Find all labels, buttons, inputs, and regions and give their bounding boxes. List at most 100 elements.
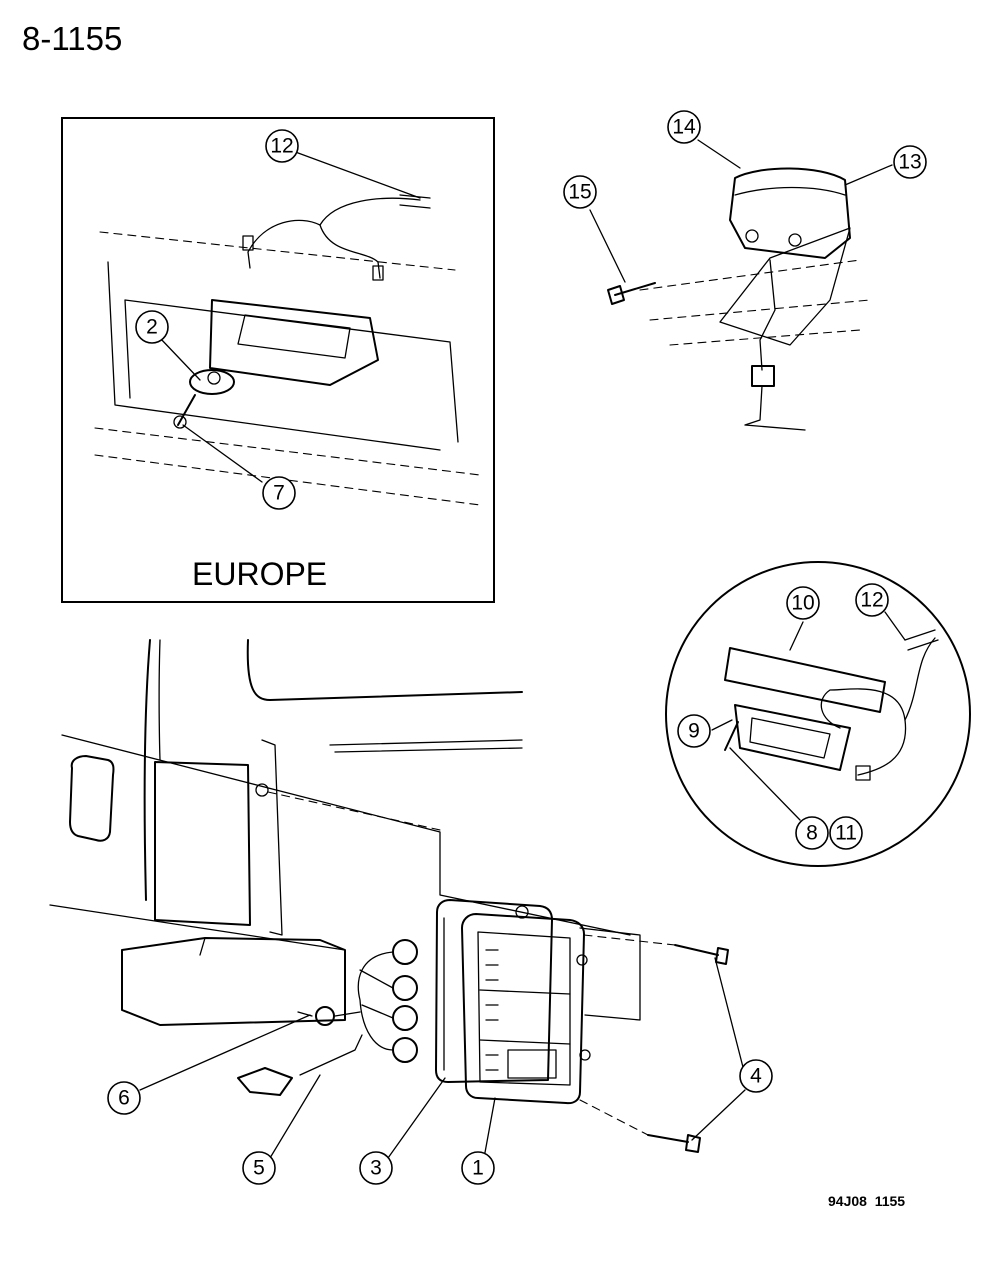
- callout-8: 8: [795, 816, 829, 850]
- figure-code: 94J08 1155: [828, 1193, 905, 1209]
- europe-screw-head: [173, 415, 187, 429]
- callout-1: 1: [461, 1151, 495, 1185]
- callout-10-circle: [786, 586, 820, 620]
- leader-7: [182, 424, 263, 483]
- vehicle-rear: [49, 639, 641, 1061]
- lamp-opening-edge: [261, 739, 283, 936]
- body-lower-line: [49, 904, 346, 951]
- callout-5: 5: [242, 1151, 276, 1185]
- lamp-opening: [154, 761, 251, 926]
- callout-2-label: 2: [146, 316, 158, 339]
- socket-3: [392, 1005, 418, 1031]
- callout-14-label: 14: [672, 116, 696, 139]
- callout-12-europe: 12: [265, 129, 299, 163]
- chmsl-housing-rib: [734, 186, 846, 196]
- mount-stud: [255, 783, 269, 797]
- tail-lamp-dividers: [479, 989, 571, 1045]
- tail-lamp-reflector: [507, 1049, 557, 1079]
- europe-wire-right: [319, 224, 379, 263]
- chmsl-mount-left: [745, 229, 759, 243]
- chmsl-assembly: [589, 139, 893, 431]
- chmsl-body-lines: [639, 259, 871, 346]
- leader-3: [387, 1077, 446, 1159]
- callout-4: 4: [739, 1059, 773, 1093]
- leader-1: [483, 1097, 496, 1159]
- europe-body-line: [99, 231, 456, 271]
- callout-6-circle: [107, 1081, 141, 1115]
- leader-8: [729, 747, 801, 821]
- chmsl-wire: [759, 259, 776, 371]
- chmsl-mount-right: [788, 233, 802, 247]
- callout-11: 11: [829, 816, 863, 850]
- callout-12-europe-label: 12: [270, 135, 293, 158]
- europe-label: EUROPE: [192, 556, 327, 592]
- callout-15: 15: [563, 175, 597, 209]
- lamp-gasket: [435, 899, 553, 1083]
- socket-aux: [315, 1006, 335, 1026]
- callout-3: 3: [359, 1151, 393, 1185]
- callout-5-label: 5: [253, 1157, 265, 1180]
- chmsl-connector: [751, 365, 775, 387]
- callout-7-label: 7: [273, 482, 285, 505]
- europe-screw-shank: [177, 394, 196, 426]
- callout-1-circle: [461, 1151, 495, 1185]
- callout-13-circle: [893, 145, 927, 179]
- detail-housing-inner: [749, 717, 831, 759]
- bolt-upper-shank: [674, 944, 719, 956]
- bolt-lower-shank: [647, 1134, 689, 1143]
- callout-6-label: 6: [118, 1087, 130, 1110]
- detail-wire-up: [904, 637, 936, 721]
- chmsl-housing: [729, 167, 851, 259]
- tail-lamp-ribs: [485, 949, 499, 1071]
- page-number: 8-1155: [22, 20, 122, 57]
- bolt-lower-head: [685, 1134, 701, 1153]
- callout-2: 2: [135, 310, 169, 344]
- leader-12-detail: [884, 611, 906, 641]
- europe-connector: [399, 194, 431, 209]
- europe-lamp-housing: [209, 299, 379, 386]
- europe-plate-outline: [107, 261, 441, 451]
- detail-connector-12: [904, 629, 939, 651]
- callout-4-label: 4: [750, 1065, 762, 1088]
- detail-screw: [724, 721, 739, 751]
- detail-wire: [820, 688, 907, 776]
- leader-4: [691, 957, 746, 1141]
- callout-14: 14: [667, 110, 701, 144]
- lamp-detail-inset: [665, 561, 971, 867]
- body-pillar-left: [143, 639, 151, 901]
- callout-9-label: 9: [688, 720, 700, 743]
- tail-lamp-lens-inner: [477, 931, 571, 1086]
- callout-6: 6: [107, 1081, 141, 1115]
- callout-10-label: 10: [791, 592, 814, 615]
- rear-panel: [579, 927, 641, 1021]
- europe-bulb-holder: [189, 369, 235, 395]
- europe-inset-frame: [61, 117, 495, 603]
- europe-inset: EUROPE: [61, 117, 495, 603]
- europe-bulb: [207, 371, 221, 385]
- callout-3-circle: [359, 1151, 393, 1185]
- callout-8-circle: [795, 816, 829, 850]
- socket-2: [392, 975, 418, 1001]
- callout-2-circle: [135, 310, 169, 344]
- socket-4: [392, 1037, 418, 1063]
- chmsl-bracket: [719, 227, 851, 346]
- detail-lens-edge: [727, 647, 886, 695]
- tail-lamp-assembly: [139, 899, 746, 1159]
- mount-stud-dashed: [267, 791, 441, 831]
- leader-12-europe: [289, 149, 421, 199]
- leader-13: [844, 164, 893, 186]
- europe-socket-right: [372, 265, 384, 281]
- callout-11-circle: [829, 816, 863, 850]
- callout-15-circle: [563, 175, 597, 209]
- leader-15: [589, 209, 626, 283]
- harness-trunk: [299, 1034, 363, 1076]
- callout-12-detail: 12: [855, 583, 889, 617]
- callout-3-label: 3: [370, 1157, 382, 1180]
- screw-15-head: [607, 285, 625, 305]
- detail-lens-10: [724, 647, 886, 713]
- callout-10: 10: [786, 586, 820, 620]
- leader-9: [711, 719, 733, 731]
- socket-1: [392, 939, 418, 965]
